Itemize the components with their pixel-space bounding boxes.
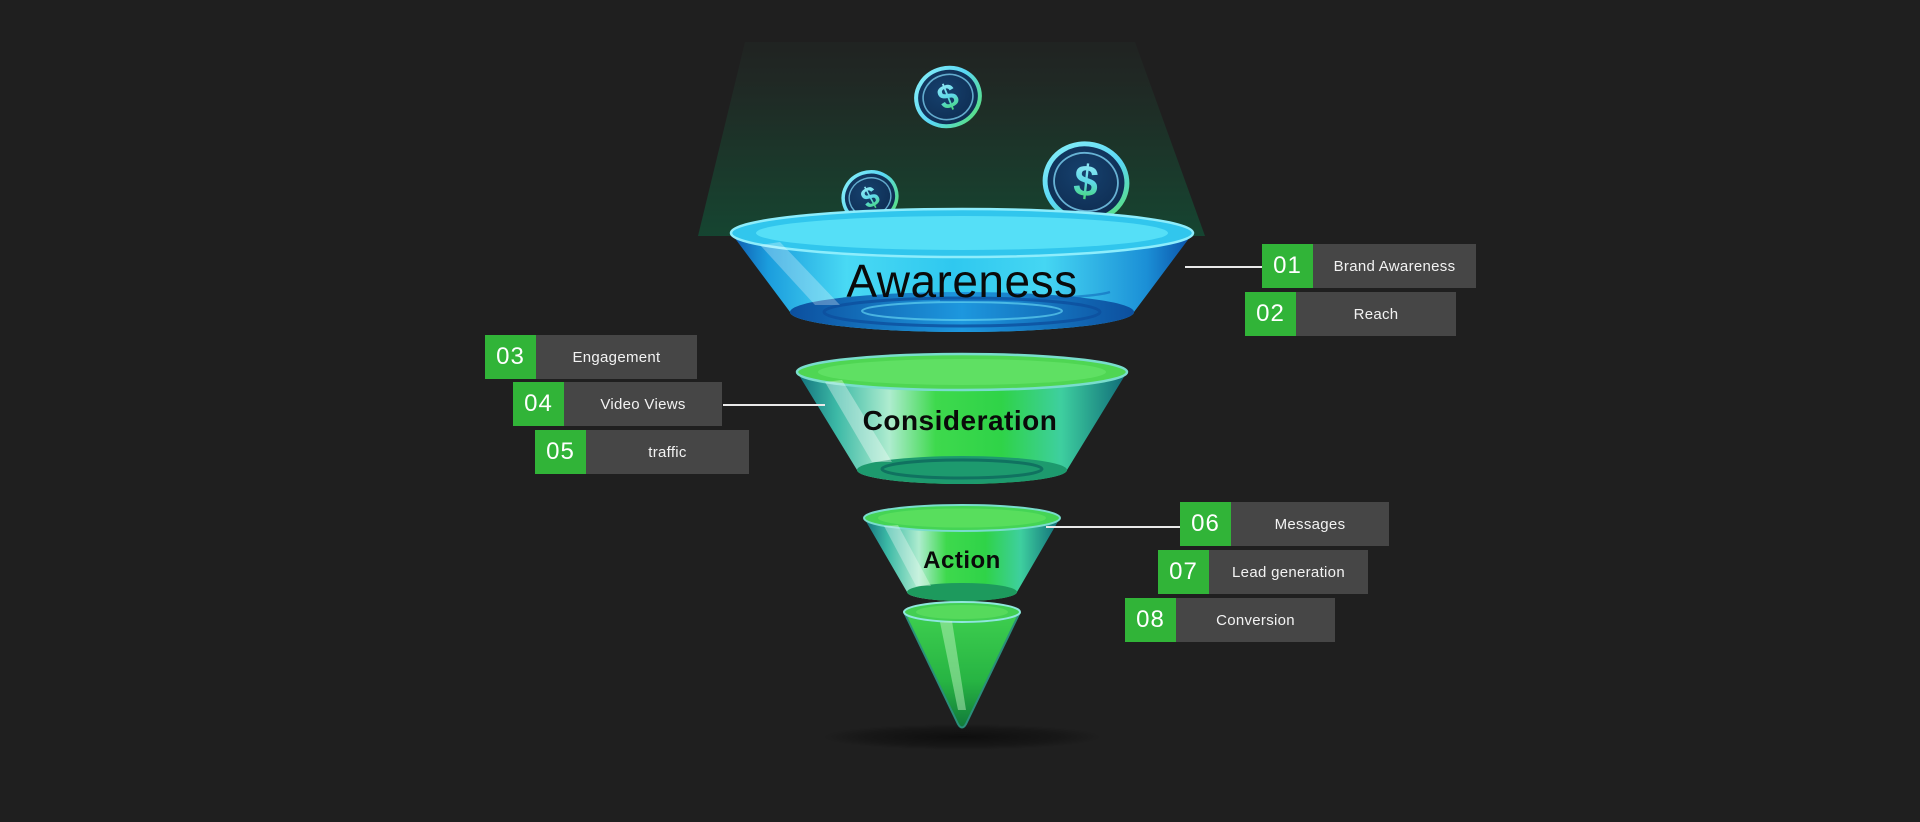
svg-text:$: $ xyxy=(1071,156,1100,207)
funnel-stage-action-bowl xyxy=(863,504,1061,601)
funnel-cone xyxy=(903,601,1021,729)
callout-number-badge: 04 xyxy=(513,382,564,426)
funnel-shadow xyxy=(822,724,1102,750)
callout-brand-awareness: 01 Brand Awareness xyxy=(1262,244,1476,288)
callout-number-badge: 08 xyxy=(1125,598,1176,642)
callout-label: Video Views xyxy=(564,382,722,426)
callout-number-badge: 03 xyxy=(485,335,536,379)
callout-video-views: 04 Video Views xyxy=(513,382,722,426)
callout-number-badge: 02 xyxy=(1245,292,1296,336)
callout-conversion: 08 Conversion xyxy=(1125,598,1335,642)
funnel-stage-awareness-bowl xyxy=(729,207,1195,332)
callout-label: Reach xyxy=(1296,292,1456,336)
stage-label-consideration: Consideration xyxy=(862,405,1058,436)
stage-label-action: Action xyxy=(923,547,1001,574)
stage-label-awareness: Awareness xyxy=(846,255,1078,307)
callout-label: Engagement xyxy=(536,335,697,379)
callout-label: Conversion xyxy=(1176,598,1335,642)
callout-traffic: 05 traffic xyxy=(535,430,749,474)
callout-label: Messages xyxy=(1231,502,1389,546)
callout-messages: 06 Messages xyxy=(1180,502,1389,546)
callout-lead-generation: 07 Lead generation xyxy=(1158,550,1368,594)
callout-number-badge: 06 xyxy=(1180,502,1231,546)
callout-number-badge: 07 xyxy=(1158,550,1209,594)
callout-number-badge: 01 xyxy=(1262,244,1313,288)
callout-number-badge: 05 xyxy=(535,430,586,474)
callout-engagement: 03 Engagement xyxy=(485,335,697,379)
dollar-coin-icon: $ xyxy=(1042,141,1130,223)
callout-label: traffic xyxy=(586,430,749,474)
dollar-coin-icon: $ xyxy=(914,65,982,129)
callout-label: Lead generation xyxy=(1209,550,1368,594)
callout-reach: 02 Reach xyxy=(1245,292,1456,336)
funnel-illustration: $ $ $ xyxy=(698,42,1262,750)
callout-label: Brand Awareness xyxy=(1313,244,1476,288)
funnel-stage-consideration-bowl xyxy=(795,352,1129,484)
